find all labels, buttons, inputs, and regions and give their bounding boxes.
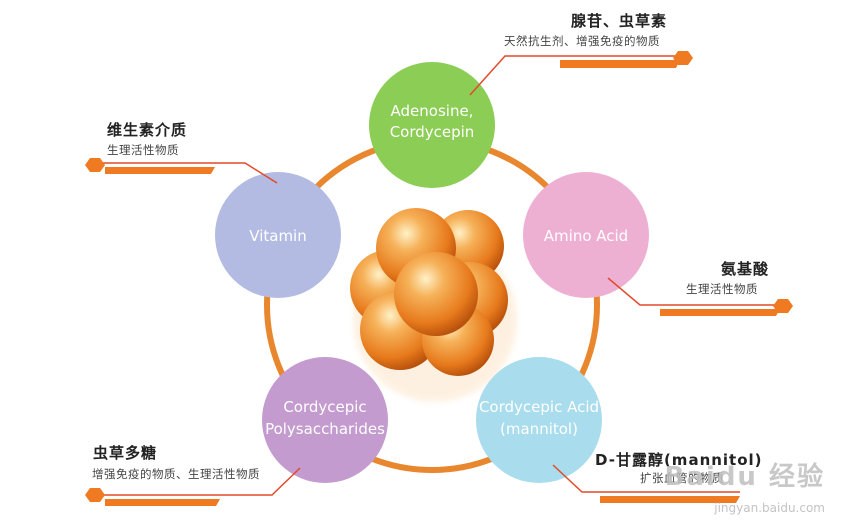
connector-adenosine <box>469 55 680 96</box>
connector-vitamin <box>98 162 278 184</box>
node-vitamin: Vitamin <box>215 172 341 298</box>
node-poly-line2: Polysaccharides <box>265 420 385 438</box>
label-vitamin-title: 维生素介质 <box>107 121 188 139</box>
label-poly-title: 虫草多糖 <box>93 444 158 462</box>
node-amino-acid: Amino Acid <box>523 172 649 298</box>
connectors <box>98 55 780 496</box>
connector-poly <box>98 467 301 496</box>
node-acid-line1: Cordycepic Acid <box>479 398 599 416</box>
node-adenosine-line2: Cordycepin <box>390 123 475 141</box>
node-polysaccharides: Cordycepic Polysaccharides <box>262 357 388 483</box>
watermark-brand: Baidu 经验 <box>664 462 825 492</box>
tag-bars <box>85 51 793 506</box>
node-amino-line1: Amino Acid <box>544 227 628 245</box>
node-poly-line1: Cordycepic <box>283 398 366 416</box>
label-vitamin-sub: 生理活性物质 <box>107 143 179 157</box>
label-mannitol-title: D-甘露醇(mannitol) <box>595 451 763 469</box>
node-cordycepic-acid: Cordycepic Acid (mannitol) <box>476 357 602 483</box>
label-adenosine-title: 腺苷、虫草素 <box>571 12 668 30</box>
label-amino-sub: 生理活性物质 <box>686 282 758 296</box>
connector-mannitol <box>552 464 740 493</box>
watermark-url: jingyan.baidu.com <box>714 501 825 515</box>
connector-amino <box>607 277 780 306</box>
label-amino-title: 氨基酸 <box>721 260 770 278</box>
label-poly-sub: 增强免疫的物质、生理活性物质 <box>92 467 260 481</box>
label-mannitol-sub: 扩张血管的物质 <box>640 471 724 485</box>
label-adenosine-sub: 天然抗生剂、增强免疫的物质 <box>504 34 660 48</box>
node-adenosine: Adenosine, Cordycepin <box>369 62 495 188</box>
node-vitamin-line1: Vitamin <box>249 227 306 245</box>
molecule-cluster-icon <box>350 208 517 402</box>
node-acid-line2: (mannitol) <box>500 420 578 438</box>
node-adenosine-line1: Adenosine, <box>391 102 474 120</box>
